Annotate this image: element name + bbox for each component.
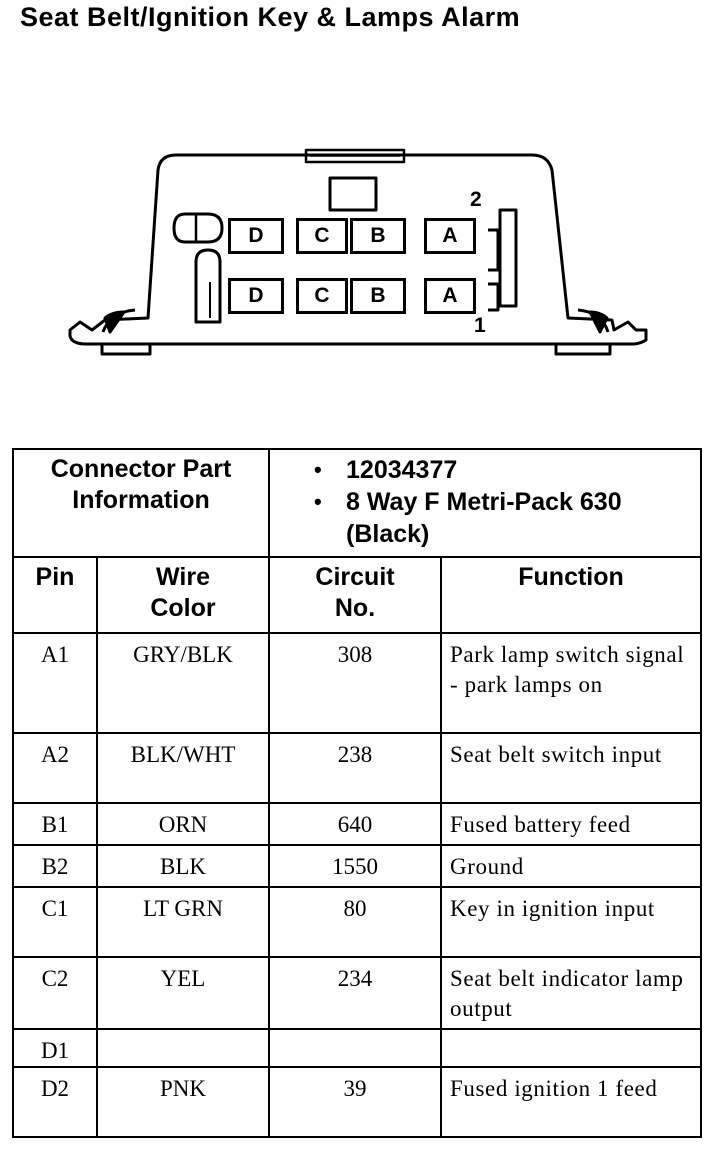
pin-cell: C2 [12,956,98,1030]
wire-color-cell: YEL [95,956,271,1030]
cavity-d-top: D [228,218,284,254]
function-cell: Fused ignition 1 feed [440,1066,703,1138]
wire-color-cell: BLK [95,844,271,888]
cavity-label: B [370,284,386,307]
connector-info-value-cell: •12034377 •8 Way F Metri-Pack 630 (Black… [268,448,703,558]
table-row: C1 LT GRN 80 Key in ignition input [12,886,703,958]
circuit-cell: 308 [268,632,443,734]
pin-cell: D2 [12,1066,98,1138]
cavity-c-top: C [296,218,348,254]
circuit-cell: 238 [268,732,443,804]
cavity-a-bottom: A [424,278,476,314]
cavity-label: A [442,224,458,247]
table-row: D2 PNK 39 Fused ignition 1 feed [12,1066,703,1138]
circuit-cell: 1550 [268,844,443,888]
part-number-text: 12034377 [346,456,458,484]
pin-cell: C1 [12,886,98,958]
cavity-a-top: A [424,218,476,254]
circuit-cell: 640 [268,802,443,846]
table-row: B1 ORN 640 Fused battery feed [12,802,703,846]
wire-color-cell: LT GRN [95,886,271,958]
function-cell: Seat belt indicator lamp output [440,956,703,1030]
cavity-d-bottom: D [228,278,284,314]
function-cell: Fused battery feed [440,802,703,846]
wire-color-cell: PNK [95,1066,271,1138]
col-header-circuit: Circuit No. [268,556,443,634]
col-header-pin: Pin [12,556,98,634]
cavity-label: D [248,224,264,247]
circuit-cell: 234 [268,956,443,1030]
connector-info-label-cell: Connector Part Information [11,448,271,558]
circuit-cell [268,1028,443,1068]
circuit-cell: 39 [268,1066,443,1138]
col-header-function-text: Function [518,563,624,591]
pin-cell: D1 [12,1028,98,1068]
connector-info-header: Connector Part Information [50,455,232,514]
cavity-label: C [314,224,330,247]
table-row: D1 [12,1028,703,1068]
col-header-circuit-text: Circuit No. [315,563,395,622]
table-row: A1 GRY/BLK 308 Park lamp switch signal -… [12,632,703,734]
part-color: (Black) [346,520,430,548]
table-row: C2 YEL 234 Seat belt indicator lamp outp… [12,956,703,1030]
cavity-label: D [248,284,264,307]
table-row: B2 BLK 1550 Ground [12,844,703,888]
row-label-1: 1 [474,314,486,337]
circuit-cell: 80 [268,886,443,958]
col-header-wire-color: Wire Color [95,556,271,634]
pin-cell: A1 [12,632,98,734]
connector-pinout-table: Connector Part Information •12034377 •8 … [11,448,703,1138]
page-title: Seat Belt/Ignition Key & Lamps Alarm [20,2,521,32]
cavity-label: C [314,284,330,307]
wire-color-cell: ORN [95,802,271,846]
cavity-c-bottom: C [296,278,348,314]
part-description-text: 8 Way F Metri-Pack 630 [346,488,622,516]
function-cell: Seat belt switch input [440,732,703,804]
function-cell [440,1028,703,1068]
table-row: A2 BLK/WHT 238 Seat belt switch input [12,732,703,804]
part-number: •12034377 [280,454,690,486]
function-cell: Key in ignition input [440,886,703,958]
cavity-label: A [442,284,458,307]
row-label-2: 2 [470,188,482,211]
cavity-label: B [370,224,386,247]
col-header-pin-text: Pin [35,563,75,591]
cavity-b-bottom: B [350,278,406,314]
connector-face-diagram [68,148,648,356]
pin-cell: B1 [12,802,98,846]
cavity-b-top: B [350,218,406,254]
col-header-wire-color-text: Wire Color [150,563,216,622]
wire-color-cell: BLK/WHT [95,732,271,804]
connector-info-row: Connector Part Information •12034377 •8 … [11,448,703,558]
pin-cell: B2 [12,844,98,888]
wire-color-cell [95,1028,271,1068]
function-cell: Park lamp switch signal - park lamps on [440,632,703,734]
function-cell: Ground [440,844,703,888]
col-header-function: Function [440,556,703,634]
pin-cell: A2 [12,732,98,804]
column-header-row: Pin Wire Color Circuit No. Function [12,556,703,634]
wire-color-cell: GRY/BLK [95,632,271,734]
part-description: •8 Way F Metri-Pack 630 [280,486,690,518]
